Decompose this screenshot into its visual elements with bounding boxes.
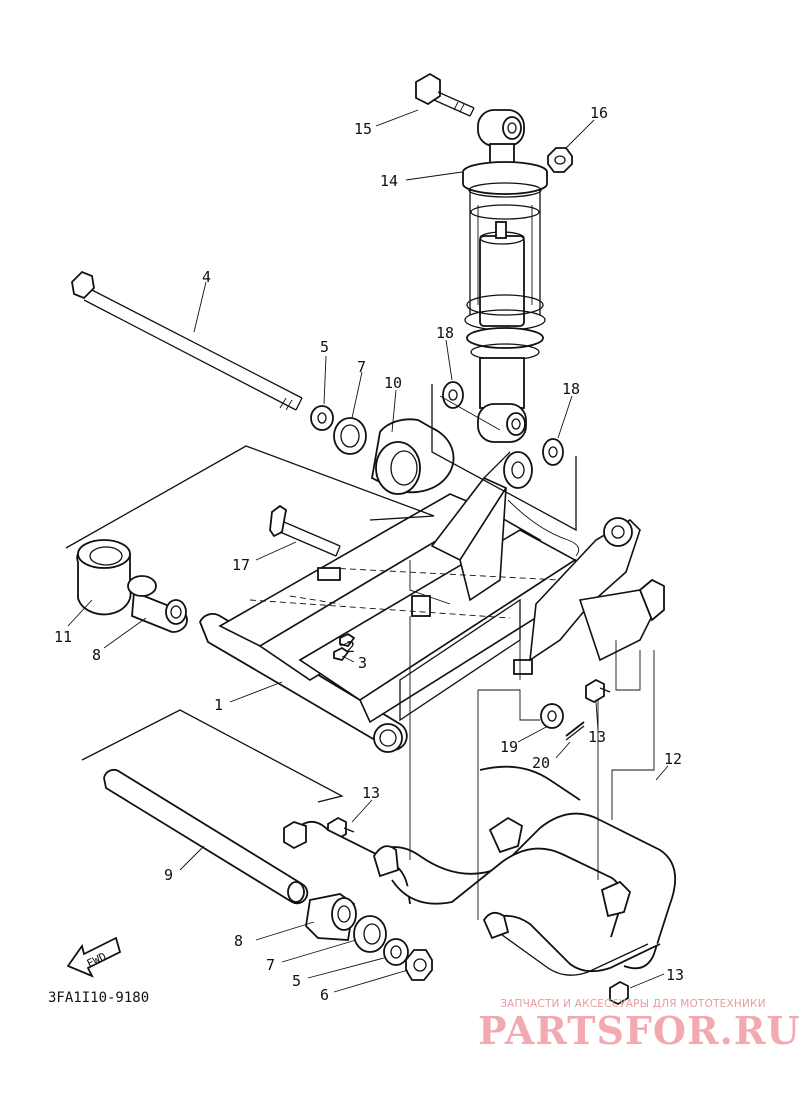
callout-20: 20 [532,754,550,772]
screw-3[interactable] [333,646,350,662]
bolt-13-bottom[interactable] [609,980,629,1006]
part-callouts: 15 16 14 4 5 7 10 18 18 17 11 8 2 3 1 19… [54,104,684,1004]
diagram-code: 3FA1I10-9180 [48,990,149,1006]
callout-13-left: 13 [362,784,380,802]
callout-7-bottom: 7 [266,956,275,974]
bolt-13-right[interactable] [585,678,611,704]
callout-13-bottom: 13 [666,966,684,984]
callout-9: 9 [164,866,173,884]
watermark-brand: PARTSFOR.RU [478,1008,800,1053]
bolt-2[interactable] [339,632,356,648]
callout-5-bottom: 5 [292,972,301,990]
callout-1: 1 [214,696,223,714]
shaft-9[interactable] [103,769,309,905]
collar-8-top[interactable] [127,575,188,633]
callout-8-bottom: 8 [234,932,243,950]
callout-16: 16 [590,104,608,122]
nut-6[interactable] [405,949,433,981]
callout-14: 14 [380,172,398,190]
washer-19[interactable] [540,703,564,729]
callout-10: 10 [384,374,402,392]
oil-seal-7-bottom[interactable] [353,915,387,953]
callout-4: 4 [202,268,211,286]
watermark-tagline: ЗАПЧАСТИ И АКСЕССУАРЫ ДЛЯ МОТОТЕХНИКИ [500,998,766,1010]
callout-13-right: 13 [588,728,606,746]
callout-17: 17 [232,556,250,574]
callout-6: 6 [320,986,329,1004]
leader-lines [67,109,669,993]
assembly-outline-lines [65,384,655,920]
callout-5-top: 5 [320,338,329,356]
callout-15: 15 [354,120,372,138]
washer-5-bottom[interactable] [383,938,409,966]
washer-18-bottom[interactable] [542,438,564,466]
pivot-shaft-4[interactable] [71,270,303,411]
collar-8-bottom[interactable] [305,893,357,941]
callout-18-top: 18 [436,324,454,342]
callout-18-bottom: 18 [562,380,580,398]
bolt-15[interactable] [415,72,475,117]
callout-7-top: 7 [357,358,366,376]
callout-11: 11 [54,628,72,646]
washer-5-top[interactable] [310,405,334,431]
watermark: ЗАПЧАСТИ И АКСЕССУАРЫ ДЛЯ МОТОТЕХНИКИ PA… [478,998,800,1053]
nut-16[interactable] [547,147,573,173]
rear-guard-12[interactable] [283,765,677,976]
cotter-pin-20[interactable] [565,721,585,741]
callout-3: 3 [358,654,367,672]
rear-arm-1[interactable] [199,451,665,753]
rear-shock-absorber[interactable] [462,109,548,443]
callout-19: 19 [500,738,518,756]
oil-seal-7-top[interactable] [333,417,367,455]
washer-18-top[interactable] [442,381,464,409]
bushing-10[interactable] [370,418,455,495]
pin-17[interactable] [269,504,341,557]
collar-11[interactable] [76,539,132,616]
callout-12: 12 [664,750,682,768]
callout-2: 2 [346,638,355,656]
fwd-arrow-icon: FWD [66,936,122,978]
callout-8-top: 8 [92,646,101,664]
